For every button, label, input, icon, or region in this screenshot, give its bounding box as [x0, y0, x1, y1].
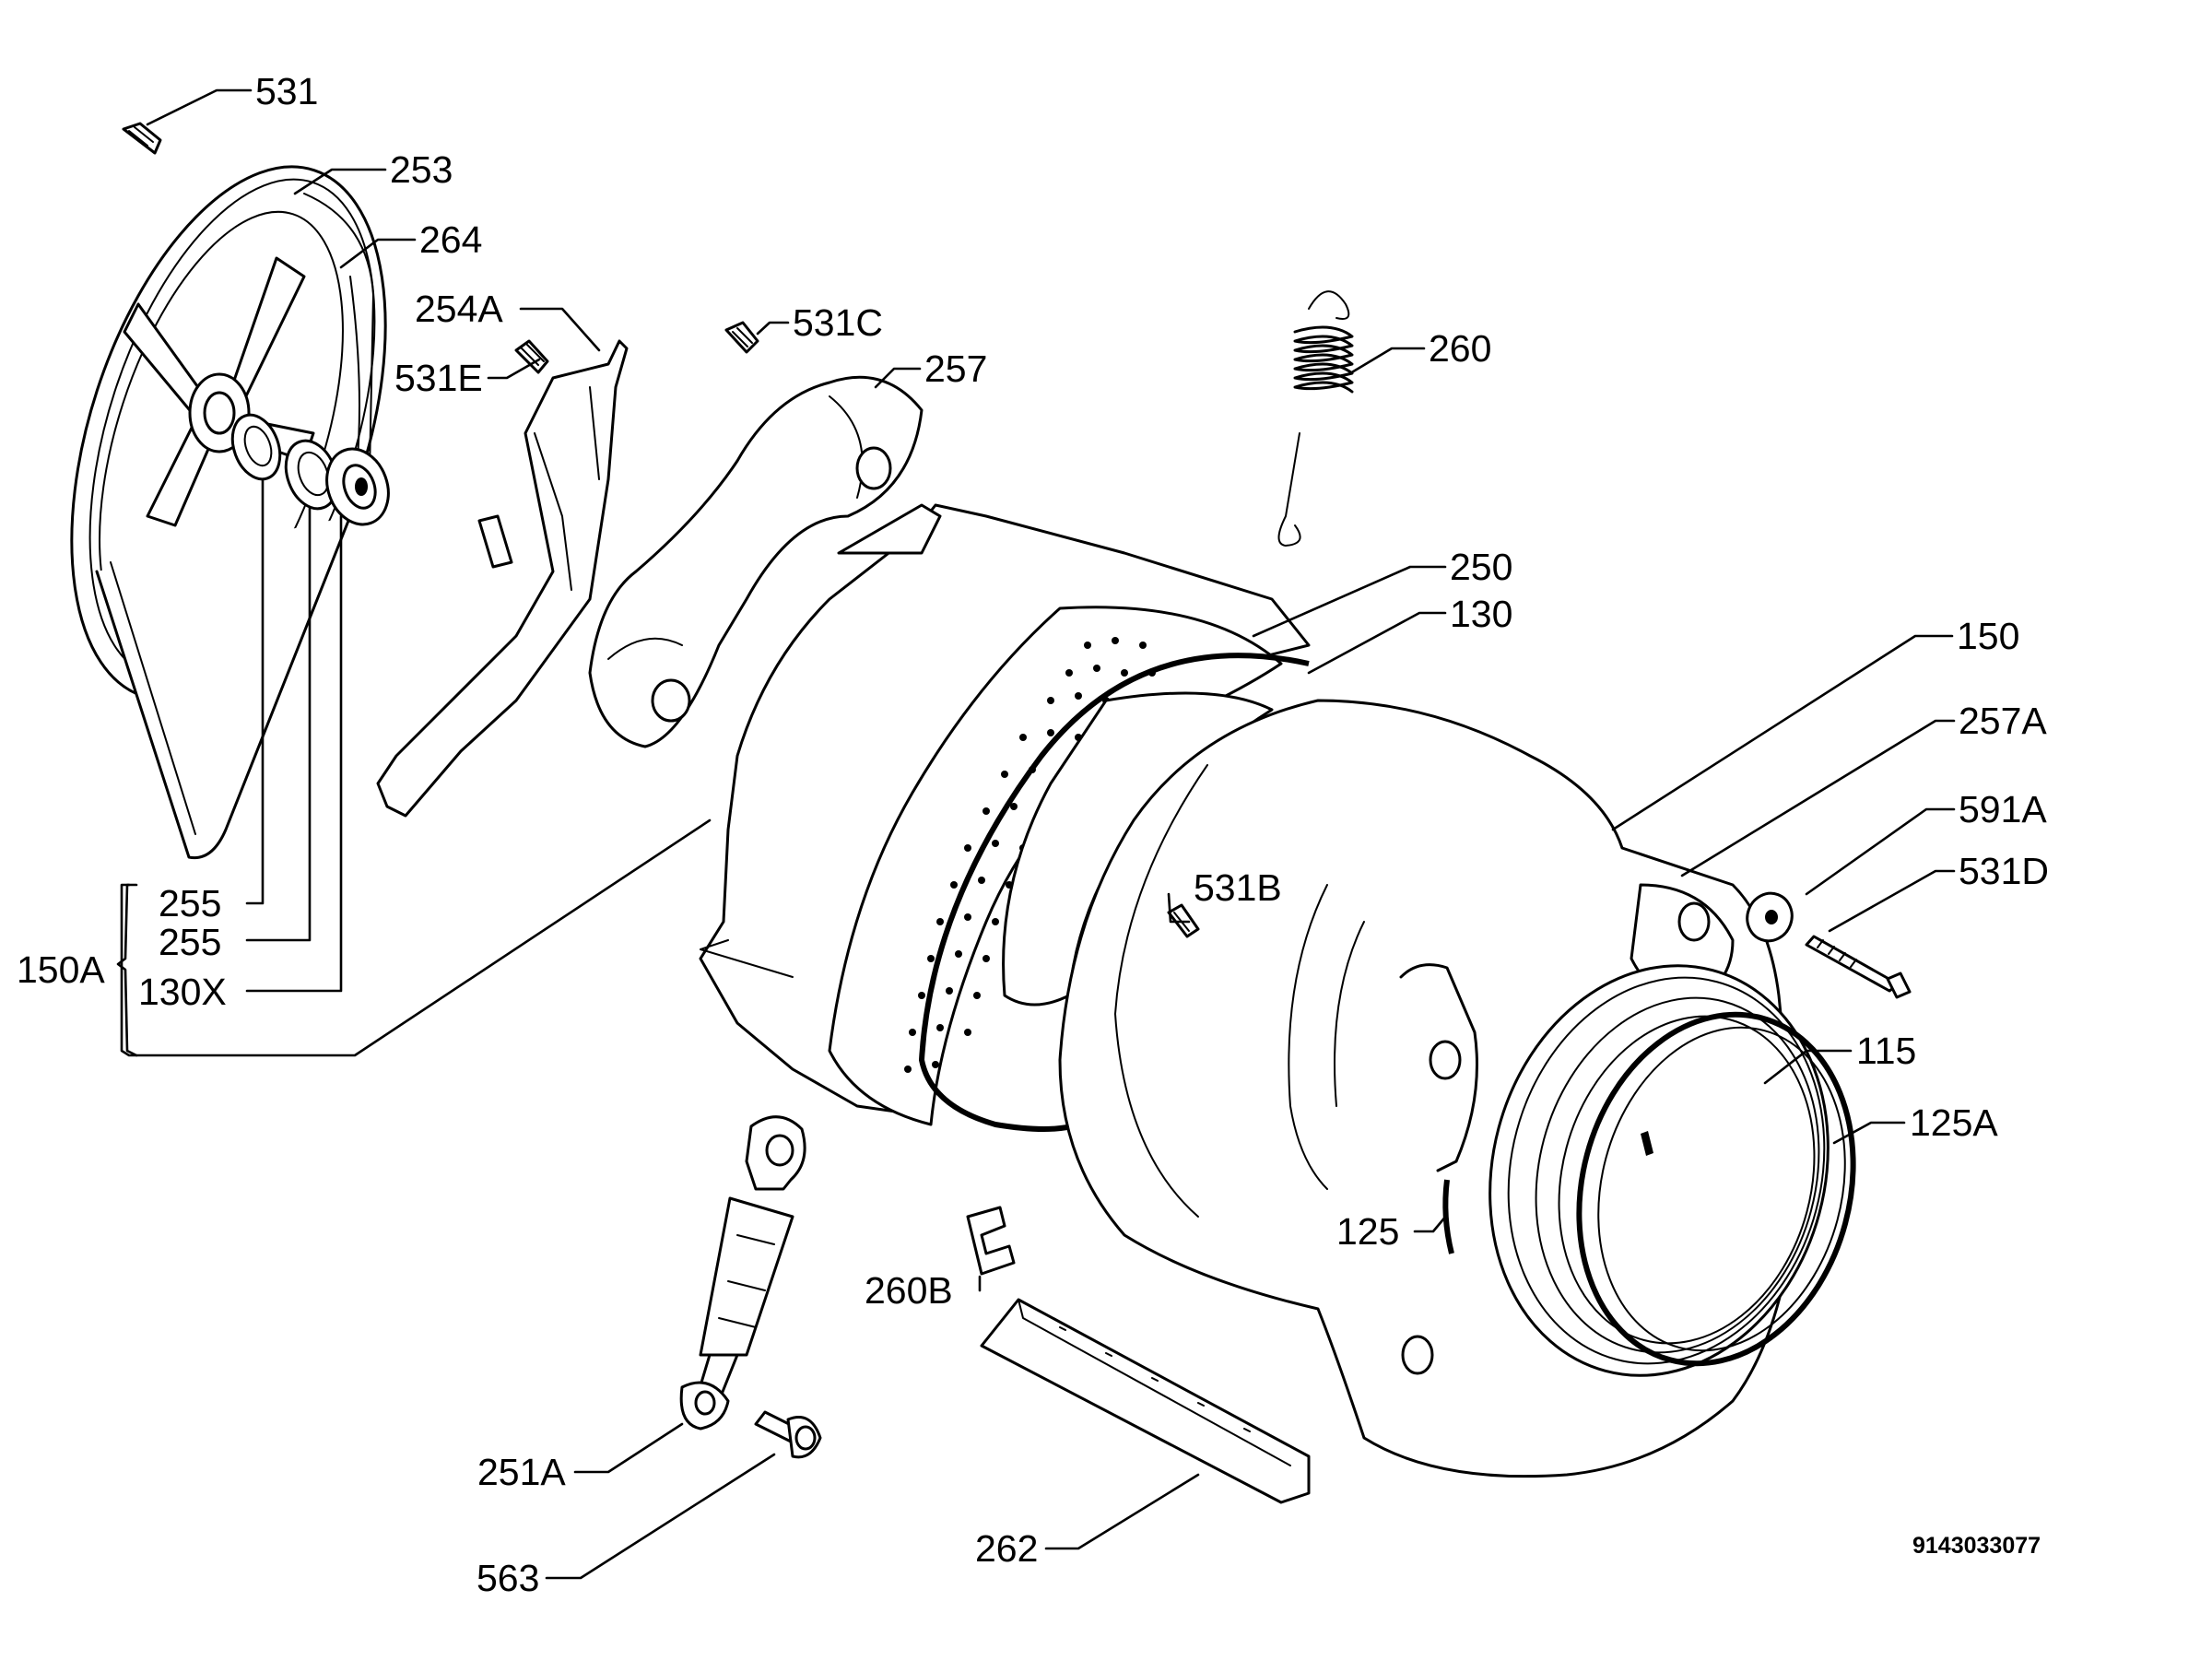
- callout-264: 264: [419, 218, 482, 261]
- callout-531d: 531D: [1959, 850, 2049, 892]
- callout-115: 115: [1856, 1030, 1916, 1072]
- part-125a-clamp-ring: [1576, 1011, 1856, 1367]
- callout-130: 130: [1450, 593, 1512, 635]
- part-531d-bolt: [1805, 935, 1912, 999]
- callout-254a: 254A: [415, 288, 503, 330]
- part-591a-washer: [1746, 891, 1794, 943]
- callout-531b: 531B: [1194, 866, 1282, 909]
- part-563-bolt: [754, 1410, 822, 1459]
- part-260b-clip: [966, 1206, 1016, 1276]
- callout-260: 260: [1429, 327, 1491, 370]
- callout-253: 253: [390, 148, 453, 191]
- callout-531: 531: [255, 70, 318, 112]
- part-251a-shock-absorber: [679, 1115, 806, 1431]
- part-254a-bracket: [376, 339, 629, 818]
- part-531-screw: [122, 122, 162, 155]
- callout-251a: 251A: [477, 1451, 566, 1493]
- callout-150a: 150A: [17, 948, 105, 991]
- callout-591a: 591A: [1959, 788, 2047, 830]
- leader-lines: [120, 88, 1956, 1580]
- brace-150a: [116, 883, 138, 1057]
- document-number: 9143033077: [1912, 1533, 2041, 1559]
- part-255-bearing-a: [230, 413, 282, 481]
- callout-257a: 257A: [1959, 700, 2047, 742]
- part-115-door-seal: [1488, 964, 1830, 1377]
- part-257-counterweight: [588, 375, 924, 748]
- part-531e-screw: [514, 339, 549, 374]
- callout-563: 563: [477, 1557, 539, 1599]
- callout-labels: 531 253 264 254A 531E 531C 257 260 250 1…: [17, 70, 2049, 1599]
- part-262-strip: [980, 1298, 1311, 1504]
- callout-125: 125: [1336, 1210, 1399, 1253]
- part-531c-screw: [724, 321, 759, 354]
- callout-531e: 531E: [394, 357, 483, 399]
- part-130x-seal: [325, 447, 390, 526]
- callout-130x: 130X: [138, 971, 227, 1013]
- callout-150: 150: [1957, 615, 2019, 657]
- callout-260b: 260B: [865, 1269, 953, 1312]
- callout-531c: 531C: [793, 301, 883, 344]
- part-260-spring: [1277, 290, 1354, 547]
- callout-262: 262: [975, 1527, 1038, 1570]
- callout-125a: 125A: [1910, 1101, 1998, 1144]
- callout-257: 257: [924, 347, 987, 390]
- callout-250: 250: [1450, 546, 1512, 588]
- callout-255-b: 255: [159, 921, 221, 963]
- callout-255-a: 255: [159, 882, 221, 924]
